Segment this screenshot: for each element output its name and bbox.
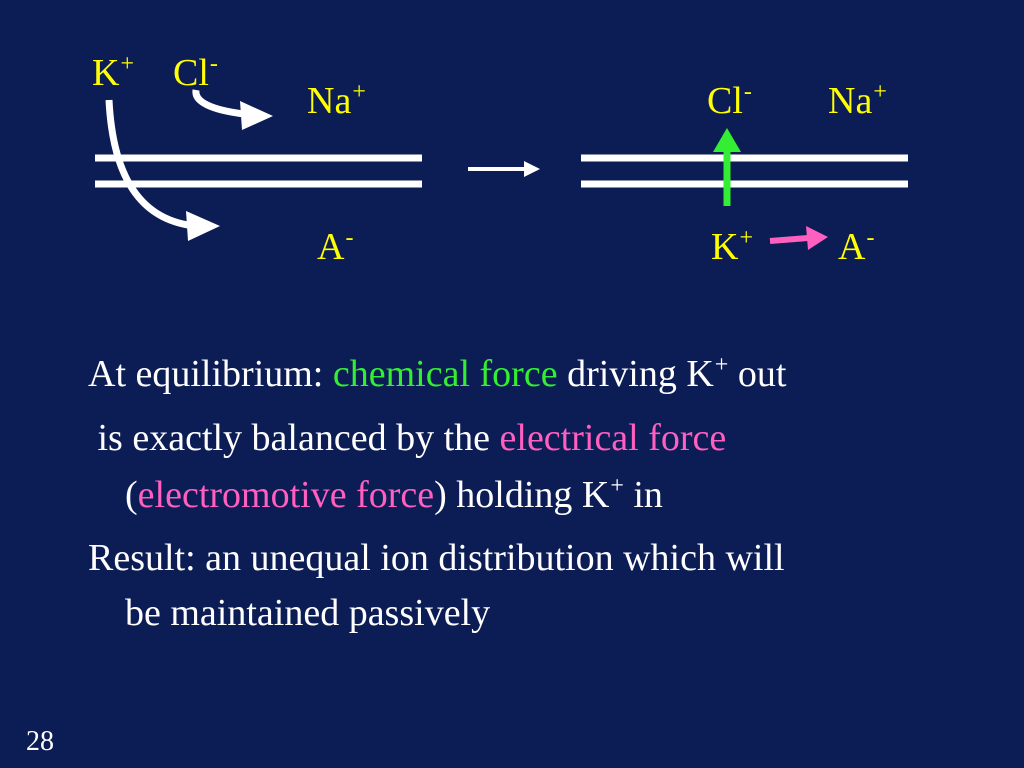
electromotive-force-highlight: electromotive force: [137, 474, 435, 516]
k-efflux-arrow: [105, 99, 220, 241]
text-line-1: At equilibrium: chemical force driving K…: [88, 352, 787, 395]
ion-label-cl-right: Cl-: [707, 79, 752, 122]
ion-label-na-left: Na+: [307, 79, 366, 122]
ion-label-cl-left: Cl-: [173, 51, 218, 94]
text-line-5: be maintained passively: [125, 592, 491, 634]
slide-number: 28: [26, 726, 54, 757]
ion-label-k-left: K+: [92, 51, 134, 94]
text-line-2: is exactly balanced by the electrical fo…: [88, 417, 727, 459]
text-line-3: (electromotive force) holding K+ in: [125, 473, 663, 516]
pink-right-arrow: [769, 226, 828, 250]
ion-label-k-right: K+: [711, 225, 753, 268]
chemical-force-highlight: chemical force: [332, 353, 558, 395]
transition-arrow: [468, 161, 540, 177]
cl-curved-arrow: [192, 89, 273, 130]
membrane-diagram: [95, 89, 908, 250]
text-line-4: Result: an unequal ion distribution whic…: [88, 537, 785, 579]
ion-label-a-right: A-: [838, 225, 875, 268]
green-up-arrow: [713, 128, 741, 206]
electrical-force-highlight: electrical force: [499, 417, 727, 459]
ion-label-na-right: Na+: [828, 79, 887, 122]
ion-label-a-left: A-: [317, 225, 354, 268]
